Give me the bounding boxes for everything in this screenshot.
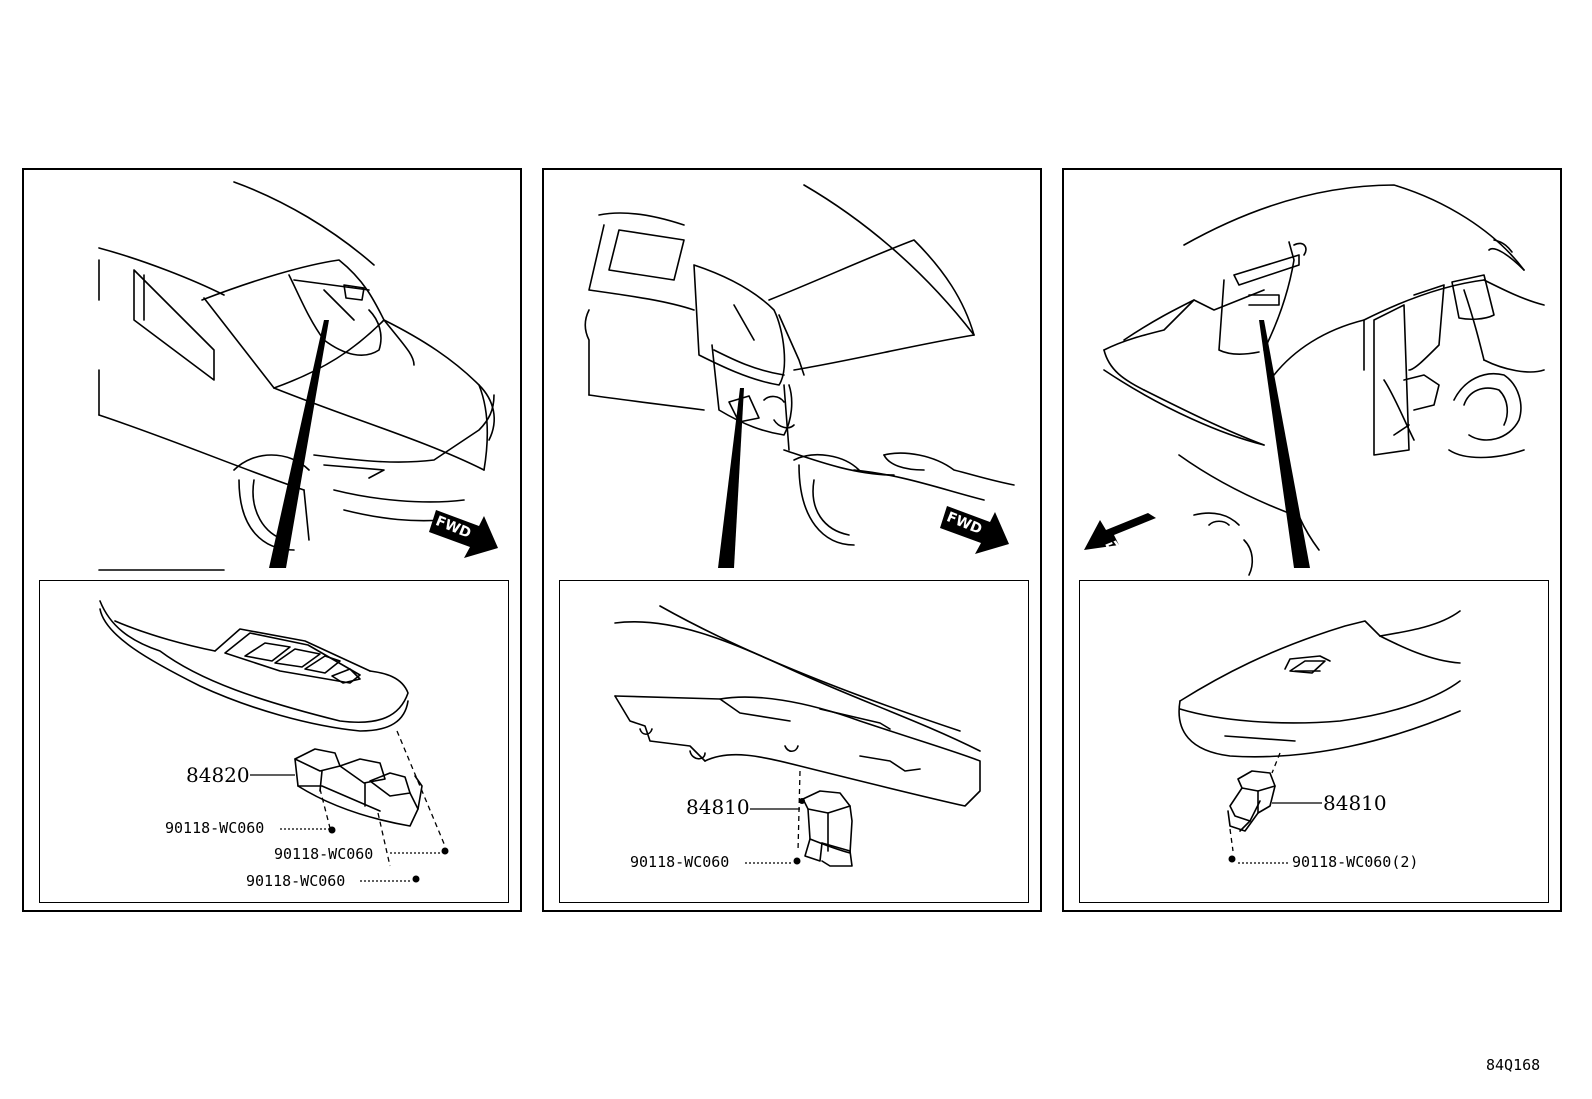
fwd-arrow-icon [1084, 513, 1156, 550]
fwd-label: FWD [1103, 530, 1143, 559]
vehicle-front-illustration [98, 181, 498, 571]
fwd-label: FWD [944, 509, 984, 538]
screw-icon [328, 826, 336, 834]
fastener-label: 90118-WC060 [630, 853, 730, 871]
part-number-label: 84810 [686, 795, 750, 819]
drawing-id-label: 84Q168 [1486, 1056, 1541, 1074]
fastener-label: 90118-WC060(2) [1292, 853, 1419, 871]
detail-inset: 84810 90118-WC060(2) [1079, 580, 1549, 903]
screw-icon [1228, 855, 1236, 863]
fastener-label: 90118-WC060 [274, 845, 374, 863]
detail-inset: 84820 90118-WC060 90118-WC060 90118-WC06… [39, 580, 509, 903]
part-number-label: 84810 [1323, 791, 1387, 815]
vehicle-rear-illustration [1084, 184, 1545, 576]
vehicle-door-illustration [584, 184, 1015, 568]
fwd-arrow-icon [429, 510, 498, 558]
screw-icon [412, 875, 420, 883]
clip-icon [799, 798, 805, 804]
panel-passenger-switch: FWD [542, 168, 1042, 912]
panel-rear-switch: FWD [1062, 168, 1562, 912]
screw-icon [793, 857, 801, 865]
fastener-label: 90118-WC060 [165, 819, 265, 837]
panel-driver-master-switch: FWD [22, 168, 522, 912]
part-number-label: 84820 [186, 763, 250, 787]
fwd-arrow-icon [940, 506, 1009, 554]
detail-inset: 84810 90118-WC060 [559, 580, 1029, 903]
door-trim-switch-illustration [614, 605, 981, 867]
screw-icon [441, 847, 449, 855]
fwd-label: FWD [433, 513, 473, 542]
fastener-label: 90118-WC060 [246, 872, 346, 890]
armrest-switch-illustration [1178, 610, 1461, 864]
armrest-switch-illustration [99, 600, 449, 883]
